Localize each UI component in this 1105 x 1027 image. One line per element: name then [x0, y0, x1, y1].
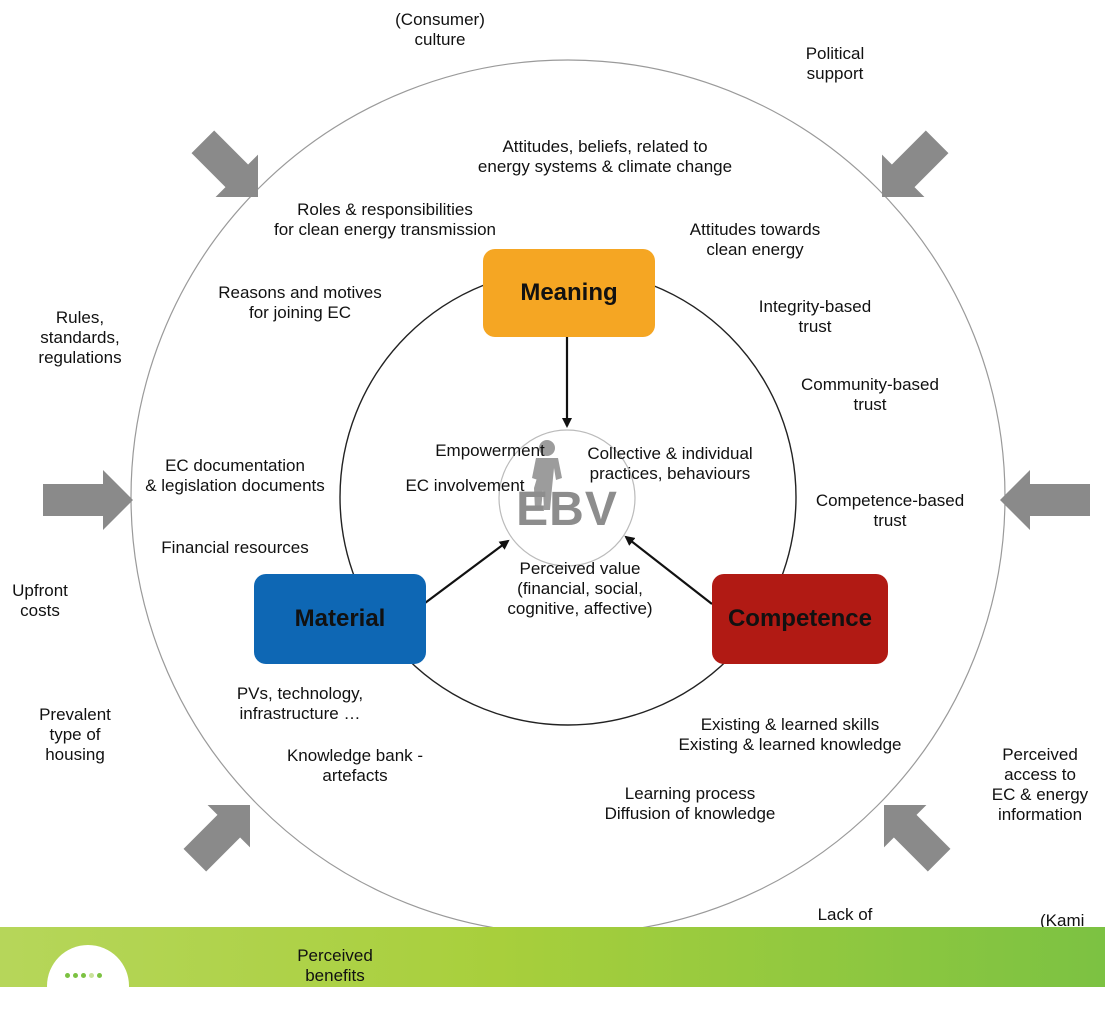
perceived-value-label: Perceived value (financial, social, cogn…	[507, 559, 653, 618]
roles-label: Roles & responsibilities for clean energ…	[273, 200, 497, 239]
arrow-left-icon	[43, 470, 133, 530]
arrow-bottom-right-icon	[884, 805, 951, 872]
housing-label: Prevalent type of housing	[39, 705, 111, 764]
ec-involvement-label: EC involvement	[405, 476, 525, 495]
diagram-canvas	[43, 59, 1090, 935]
rules-label: Rules, standards, regulations	[38, 308, 122, 367]
citation-label: (Kami	[1040, 911, 1085, 930]
competence-arrow	[624, 535, 713, 605]
arrow-bottom-left-icon	[183, 805, 250, 872]
ec-documentation-label: EC documentation & legislation documents	[145, 456, 325, 495]
attitudes-beliefs-label: Attitudes, beliefs, related to energy sy…	[477, 137, 733, 176]
arrow-top-left-icon	[191, 130, 258, 197]
consumer-culture-label: (Consumer) culture	[395, 10, 485, 49]
community-trust-label: Community-based trust	[801, 375, 939, 414]
perceived-benefits-label: Perceived benefits	[297, 946, 373, 985]
perceived-access-label: Perceived access to EC & energy informat…	[991, 745, 1089, 824]
competence-box: Competence	[712, 574, 888, 664]
arrow-top-right-icon	[882, 130, 949, 197]
integrity-trust-label: Integrity-based trust	[758, 297, 872, 336]
footer-bar	[0, 927, 1105, 987]
reasons-label: Reasons and motives for joining EC	[218, 283, 382, 322]
financial-resources-label: Financial resources	[161, 538, 309, 557]
skills-label: Existing & learned skills Existing & lea…	[678, 715, 902, 754]
meaning-box: Meaning	[483, 249, 655, 337]
logo-icon	[47, 945, 129, 1027]
political-support-label: Political support	[805, 44, 865, 83]
arrow-right-icon	[1000, 470, 1090, 530]
competence-trust-label: Competence-based trust	[815, 491, 965, 530]
material-box: Material	[254, 574, 426, 664]
knowledge-bank-label: Knowledge bank - artefacts	[286, 746, 424, 785]
upfront-costs-label: Upfront costs	[12, 581, 68, 620]
learning-label: Learning process Diffusion of knowledge	[604, 784, 776, 823]
person-icon	[532, 440, 562, 510]
center-label: EBV	[516, 483, 618, 536]
empowerment-label: Empowerment	[435, 441, 545, 460]
collective-label: Collective & individual practices, behav…	[587, 444, 753, 483]
center-circle	[498, 429, 636, 567]
material-arrow	[424, 539, 510, 604]
attitudes-clean-label: Attitudes towards clean energy	[689, 220, 821, 259]
pvs-label: PVs, technology, infrastructure …	[236, 684, 364, 723]
